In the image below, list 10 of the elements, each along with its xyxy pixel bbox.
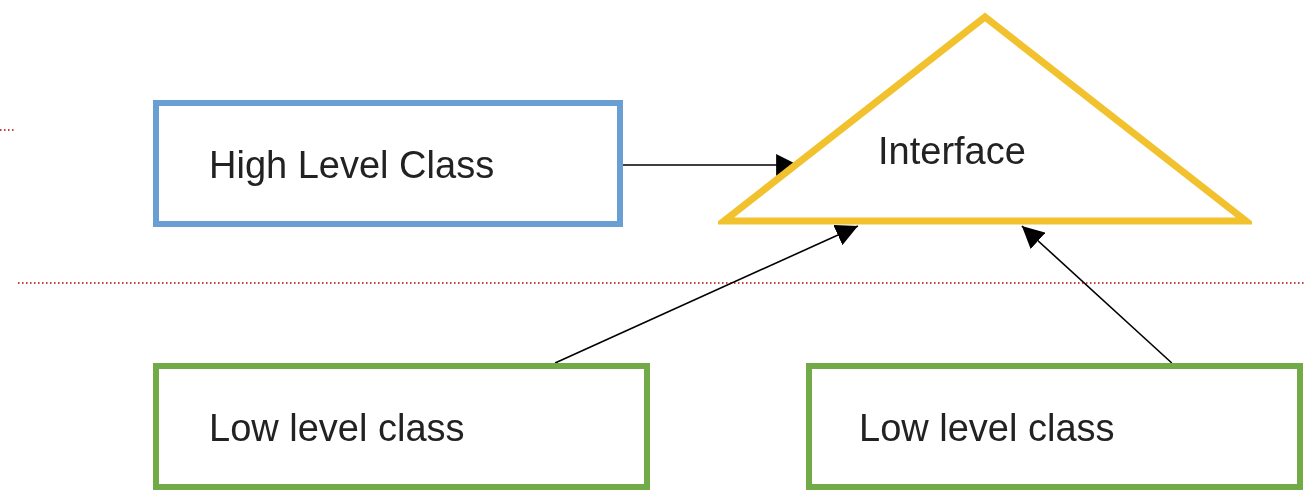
node-label: High Level Class: [209, 144, 495, 187]
node-label: Low level class: [859, 407, 1115, 450]
node-label: Low level class: [209, 407, 465, 450]
class-box: [153, 100, 623, 227]
class-box: [153, 363, 650, 490]
node-label: Interface: [878, 130, 1026, 173]
interface-triangle: [718, 12, 1252, 226]
class-box: [806, 363, 1303, 490]
arrow: [554, 225, 859, 364]
arrow: [1021, 225, 1173, 364]
